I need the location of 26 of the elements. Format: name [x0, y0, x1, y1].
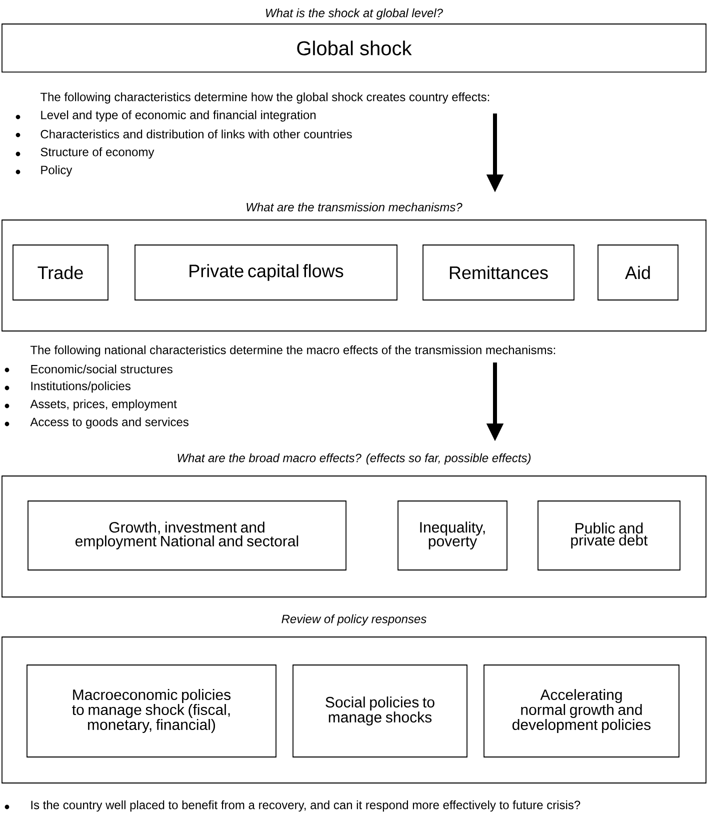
note-text: Economic/social structures: [31, 364, 172, 374]
mechanism-box: Public and private debt: [538, 500, 680, 570]
panel-heading: Review of policy responses: [282, 614, 426, 626]
note-text: The following characteristics determine how the global shock creates country effects:: [40, 92, 490, 104]
note-text: Institutions/policies: [31, 381, 130, 393]
note-text: Structure of economy: [40, 147, 154, 159]
note-text: Assets, prices, employment: [30, 399, 177, 411]
mechanism-box: Inequality, poverty: [398, 500, 508, 570]
panel-heading: What is the shock at global level?: [266, 8, 443, 20]
note-text: Access to goods and services: [30, 417, 188, 429]
mechanism-box: Private capital flows: [134, 244, 398, 300]
panel-heading: What are the broad macro effects? (effects so far, possible effects): [178, 453, 531, 465]
note-text: Is the country well placed to benefit from a recovery, and can it respond more effectively to future crisis?: [31, 800, 580, 812]
note-text: Level and type of economic and financial integration: [41, 110, 316, 122]
note-text: The following national characteristics determine the macro effects of the transmission mechanisms:: [30, 345, 556, 357]
mechanism-box: Trade: [12, 244, 108, 300]
note-text: Characteristics and distribution of links with other countries: [40, 130, 352, 138]
title-box: Global shock: [2, 24, 706, 72]
mechanism-box: Accelerating normal growth and development policies: [484, 664, 680, 758]
mechanism-box: Growth, investment and employment National and sectoral: [28, 500, 346, 570]
mechanism-box: Social policies to manage shocks: [292, 664, 468, 758]
mechanism-box: Remittances: [422, 244, 574, 300]
mechanism-box: Aid: [598, 244, 678, 300]
note-text: Policy: [41, 165, 72, 177]
mechanism-box: Macroeconomic policies to manage shock (fiscal, monetary, financial): [26, 664, 276, 758]
panel-heading: What are the transmission mechanisms?: [246, 202, 462, 212]
